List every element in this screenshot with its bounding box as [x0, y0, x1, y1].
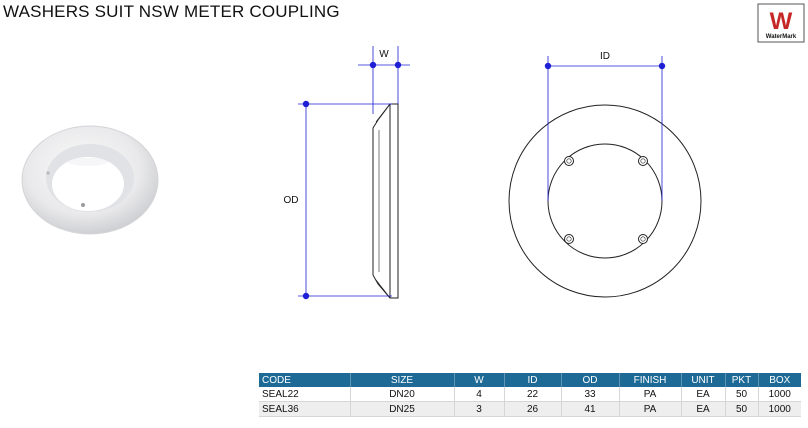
watermark-letter: W: [770, 8, 793, 35]
spec-table: CODE SIZE W ID OD FINISH UNIT PKT BOX SE…: [259, 373, 801, 417]
watermark-text: WaterMark: [766, 34, 797, 40]
cell-w: 3: [454, 401, 505, 417]
cell-size: DN20: [350, 387, 455, 402]
cell-size: DN25: [350, 401, 455, 417]
cell-finish: PA: [619, 401, 682, 417]
cell-pkt: 50: [725, 387, 759, 402]
cell-w: 4: [454, 387, 505, 402]
header-pkt: PKT: [725, 373, 759, 387]
table-header-row: CODE SIZE W ID OD FINISH UNIT PKT BOX: [259, 373, 801, 387]
cell-unit: EA: [681, 387, 726, 402]
front-view-drawing: ID: [508, 51, 702, 298]
side-view-drawing: W OD: [284, 46, 410, 300]
header-unit: UNIT: [681, 373, 726, 387]
header-id: ID: [504, 373, 562, 387]
cell-id: 22: [504, 387, 562, 402]
washer-photo: [21, 125, 159, 235]
cell-id: 26: [504, 401, 562, 417]
cell-box: 1000: [758, 401, 801, 417]
header-w: W: [454, 373, 505, 387]
table-row: SEAL36 DN25 3 26 41 PA EA 50 1000: [259, 401, 801, 417]
cell-finish: PA: [619, 387, 682, 402]
cell-pkt: 50: [725, 401, 759, 417]
page-title: WASHERS SUIT NSW METER COUPLING: [3, 2, 340, 21]
cell-box: 1000: [758, 387, 801, 402]
watermark-logo: W WaterMark: [757, 3, 805, 43]
cell-code: SEAL36: [259, 401, 351, 417]
cell-unit: EA: [681, 401, 726, 417]
cell-od: 41: [561, 401, 620, 417]
cell-code: SEAL22: [259, 387, 351, 402]
header-od: OD: [561, 373, 620, 387]
header-finish: FINISH: [619, 373, 682, 387]
header-box: BOX: [758, 373, 801, 387]
table-row: SEAL22 DN20 4 22 33 PA EA 50 1000: [259, 387, 801, 402]
od-label: OD: [284, 195, 299, 206]
id-label: ID: [600, 51, 610, 62]
header-size: SIZE: [350, 373, 455, 387]
width-label: W: [379, 49, 389, 60]
cell-od: 33: [561, 387, 620, 402]
header-code: CODE: [259, 373, 351, 387]
